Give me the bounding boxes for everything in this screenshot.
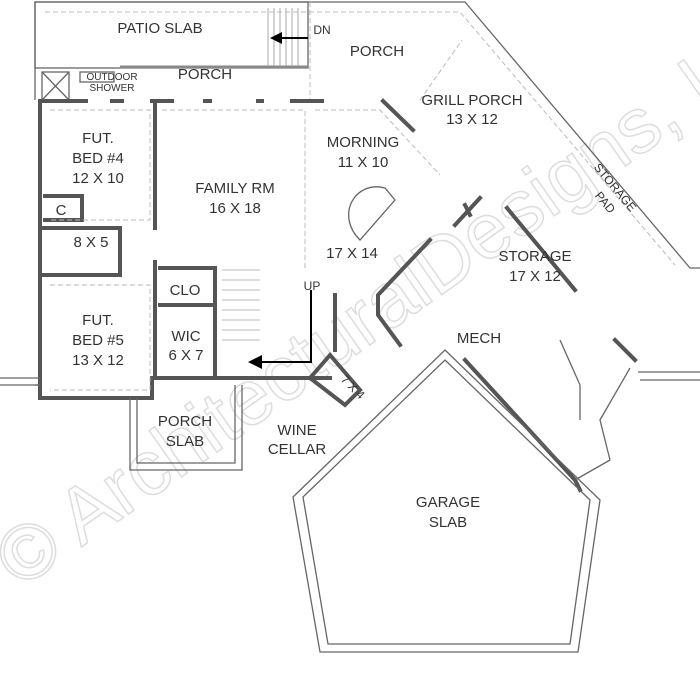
label-outdoor-shower: OUTDOOR: [86, 72, 137, 83]
label-grill-porch-size: 13 X 12: [446, 111, 498, 128]
label-porch-slab: PORCH: [158, 413, 212, 430]
label-morning-size: 11 X 10: [338, 154, 389, 171]
label-outdoor-shower-2: SHOWER: [90, 83, 135, 94]
label-bed4-size: 12 X 10: [72, 170, 124, 187]
label-kitchen-size: 17 X 14: [326, 245, 378, 262]
label-clo: CLO: [170, 282, 201, 299]
kitchen-island: [348, 186, 396, 241]
label-wine-cellar: WINE: [277, 422, 316, 439]
label-wine-cellar-2: CELLAR: [268, 441, 327, 458]
label-bed5-size: 13 X 12: [72, 352, 124, 369]
label-family-room: FAMILY RM: [195, 180, 274, 197]
patio-slab: [34, 1, 309, 69]
label-bed4-2: BED #4: [72, 150, 124, 167]
stair-arrow-icon: [248, 290, 312, 369]
label-garage-slab-2: SLAB: [429, 514, 467, 531]
label-wic: WIC: [171, 328, 200, 345]
label-porch-top: PORCH: [350, 43, 404, 60]
label-porch-left: PORCH: [178, 66, 232, 83]
secondary-walls: [0, 109, 700, 481]
label-storage: STORAGE: [498, 248, 571, 265]
label-family-room-size: 16 X 18: [209, 200, 261, 217]
label-porch-slab-2: SLAB: [166, 433, 204, 450]
label-storage-size: 17 X 12: [509, 268, 561, 285]
label-bed4: FUT.: [82, 130, 114, 147]
stairs: [222, 269, 260, 341]
garage-slab: [292, 349, 601, 653]
label-bed5: FUT.: [82, 312, 114, 329]
label-wic-size: 6 X 7: [168, 347, 203, 364]
label-closet-c: C: [56, 202, 67, 219]
label-grill-porch: GRILL PORCH: [421, 92, 522, 109]
label-bed5-2: BED #5: [72, 332, 124, 349]
label-morning: MORNING: [327, 134, 400, 151]
label-garage-slab: GARAGE: [416, 494, 480, 511]
walls: [38, 98, 638, 493]
label-patio-slab: PATIO SLAB: [117, 20, 202, 37]
arrow-left-icon: [270, 32, 308, 44]
label-bath-size: 8 X 5: [73, 234, 108, 251]
label-stair-up: UP: [304, 279, 321, 293]
porch-slab: [129, 385, 243, 471]
label-mech: MECH: [457, 330, 501, 347]
label-stair-dn: DN: [313, 23, 330, 37]
